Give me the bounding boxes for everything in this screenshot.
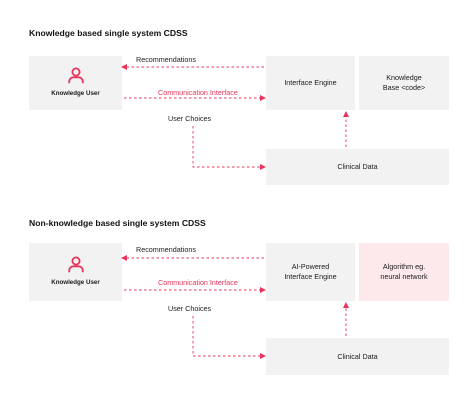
ai-engine-box-2: AI-Powered Interface Engine bbox=[266, 243, 355, 301]
knowledge-user-label: Knowledge User bbox=[51, 90, 100, 98]
communication-interface-label-2: Communication Interface bbox=[158, 278, 238, 287]
person-icon bbox=[67, 256, 84, 273]
diagram-2-title: Non-knowledge based single system CDSS bbox=[29, 218, 206, 228]
recommendations-label-1: Recommendations bbox=[136, 55, 196, 64]
knowledge-user-box-1: Knowledge User bbox=[29, 56, 122, 110]
person-icon bbox=[67, 67, 84, 84]
interface-engine-label: Interface Engine bbox=[284, 78, 337, 88]
recommendations-label-2: Recommendations bbox=[136, 245, 196, 254]
clinical-data-label: Clinical Data bbox=[337, 162, 378, 172]
clinical-data-box-2: Clinical Data bbox=[266, 338, 449, 375]
user-choices-label-2: User Choices bbox=[168, 304, 212, 313]
knowledge-base-box-1: Knowledge Base <code> bbox=[359, 56, 449, 110]
diagram-1-title: Knowledge based single system CDSS bbox=[29, 28, 188, 38]
interface-engine-box-1: Interface Engine bbox=[266, 56, 355, 110]
knowledge-user-box-2: Knowledge User bbox=[29, 243, 122, 301]
clinical-data-label: Clinical Data bbox=[337, 351, 378, 361]
user-choices-label-1: User Choices bbox=[168, 114, 212, 123]
user-choices-arrow-2 bbox=[192, 316, 262, 357]
knowledge-user-label: Knowledge User bbox=[51, 279, 100, 287]
ai-engine-label: AI-Powered Interface Engine bbox=[284, 262, 337, 281]
knowledge-base-label: Knowledge Base <code> bbox=[382, 73, 426, 92]
communication-interface-label-1: Communication Interface bbox=[158, 88, 238, 97]
algorithm-label: Algorithm eg. neural network bbox=[380, 262, 428, 281]
clinical-data-box-1: Clinical Data bbox=[266, 149, 449, 185]
algorithm-box-2: Algorithm eg. neural network bbox=[359, 243, 449, 301]
user-choices-arrow-1 bbox=[192, 126, 262, 168]
